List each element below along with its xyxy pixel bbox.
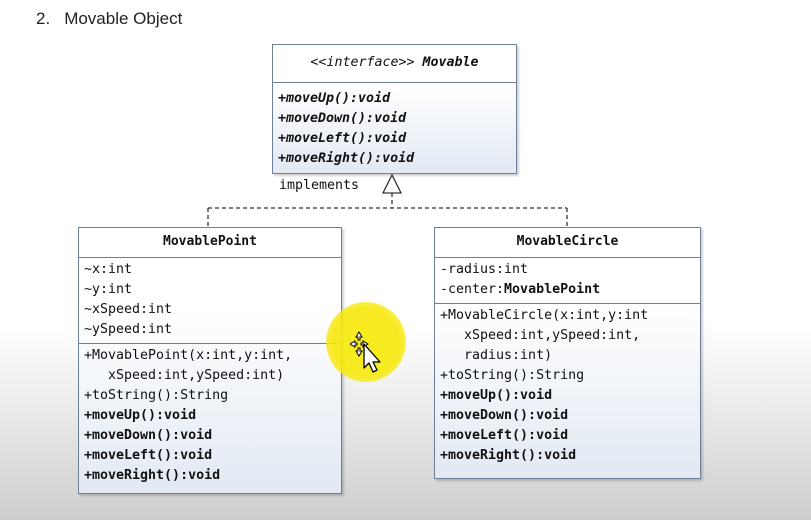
movable-circle-class-box: MovableCircle -radius:int -center:Movabl… (434, 227, 701, 479)
implements-label: implements (279, 178, 360, 193)
class-method: +moveLeft():void (84, 448, 213, 463)
class-field: ~xSpeed:int (84, 302, 173, 317)
section-heading: 2. Movable Object (36, 9, 182, 29)
movable-circle-fields: -radius:int -center:MovablePoint (435, 258, 700, 304)
movable-interface-box: <<interface>> Movable +moveUp():void +mo… (272, 44, 517, 174)
class-constructor: radius:int) (440, 348, 553, 363)
class-method: +moveDown():void (84, 428, 213, 443)
section-title: Movable Object (64, 9, 183, 28)
class-method: +moveUp():void (84, 408, 197, 423)
class-method: +moveUp():void (440, 388, 553, 403)
class-method: +moveDown():void (440, 408, 569, 423)
interface-name: Movable (422, 55, 479, 70)
class-field: ~ySpeed:int (84, 322, 173, 337)
class-field: -center:MovablePoint (440, 280, 700, 300)
cursor-highlight (326, 302, 406, 382)
class-constructor: +MovableCircle(x:int,y:int (440, 308, 649, 323)
movable-point-title: MovablePoint (79, 228, 341, 258)
movable-circle-methods: +MovableCircle(x:int,y:int xSpeed:int,yS… (435, 304, 700, 469)
class-method: +toString():String (440, 368, 585, 383)
class-method: +toString():String (84, 388, 229, 403)
class-method: +moveRight():void (440, 448, 577, 463)
class-method: +moveRight():void (84, 468, 221, 483)
class-field: ~x:int (84, 262, 133, 277)
class-method: +moveLeft():void (440, 428, 569, 443)
movable-circle-title: MovableCircle (435, 228, 700, 258)
interface-stereotype: <<interface>> (310, 55, 415, 70)
class-constructor: +MovablePoint(x:int,y:int, (84, 348, 293, 363)
class-constructor: xSpeed:int,ySpeed:int) (84, 368, 285, 383)
interface-method: +moveUp():void (278, 91, 391, 106)
class-field: ~y:int (84, 282, 133, 297)
movable-point-fields: ~x:int ~y:int ~xSpeed:int ~ySpeed:int (79, 258, 341, 344)
field-name: -center: (440, 282, 505, 297)
interface-methods: +moveUp():void +moveDown():void +moveLef… (273, 83, 516, 172)
interface-method: +moveDown():void (278, 111, 407, 126)
class-field: -radius:int (440, 262, 529, 277)
field-type: MovablePoint (504, 282, 601, 297)
movable-interface-title: <<interface>> Movable (273, 45, 516, 83)
movable-point-methods: +MovablePoint(x:int,y:int, xSpeed:int,yS… (79, 344, 341, 489)
section-number: 2. (36, 9, 51, 28)
movable-point-class-box: MovablePoint ~x:int ~y:int ~xSpeed:int ~… (78, 227, 342, 494)
inheritance-arrow-icon (381, 173, 403, 194)
move-cursor-icon (350, 331, 381, 373)
class-constructor: xSpeed:int,ySpeed:int, (440, 328, 641, 343)
interface-method: +moveRight():void (278, 151, 415, 166)
interface-method: +moveLeft():void (278, 131, 407, 146)
